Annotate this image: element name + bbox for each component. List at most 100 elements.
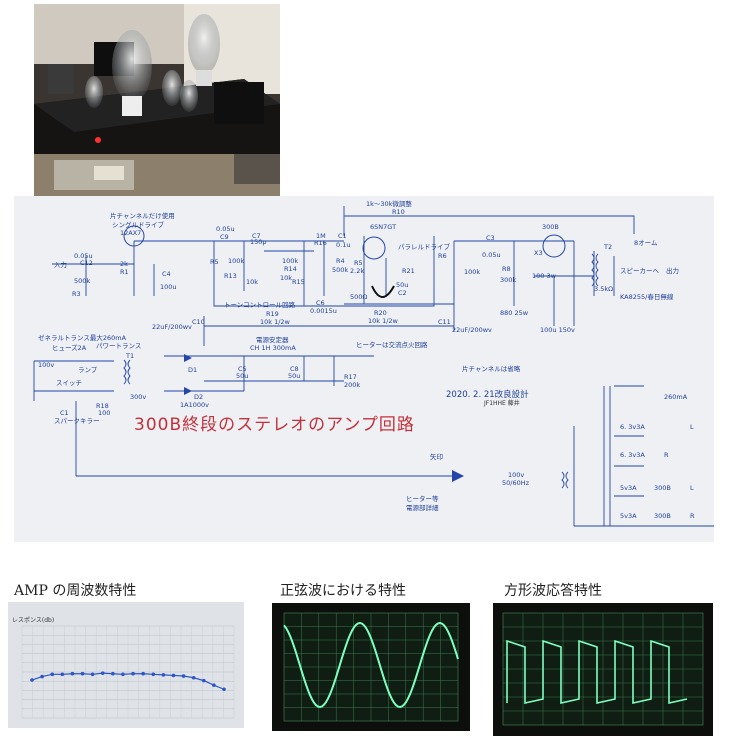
schematic-label: C5 — [238, 365, 247, 373]
schematic-label: R19 — [266, 310, 279, 318]
schematic-label: 22uF/200wv — [152, 323, 192, 331]
schematic-label: R17 — [344, 373, 357, 381]
schematic-label: R1 — [120, 268, 129, 276]
schematic-title: 300B終段のステレオのアンプ回路 — [134, 415, 415, 435]
schematic-label: 300k — [500, 276, 517, 284]
schematic-label: R20 — [374, 309, 387, 317]
schematic-label: スイッチ — [56, 379, 82, 387]
schematic-label: R — [690, 512, 695, 520]
schematic-label: 150p — [250, 238, 267, 246]
schematic-label: R21 — [402, 267, 415, 275]
schematic-label: 10k 1/2w — [260, 318, 290, 326]
amplifier-photo — [34, 4, 280, 198]
schematic-label: 22uF/200wv — [452, 326, 492, 334]
schematic-label: 100k — [228, 257, 245, 265]
schematic-label: D2 — [194, 393, 204, 401]
data-point — [151, 672, 156, 677]
schematic-label: C11 — [438, 318, 451, 326]
schematic-label: 500Ω — [350, 293, 368, 301]
schematic-label: 300v — [130, 393, 147, 401]
schematic-label: 6SN7GT — [370, 223, 397, 231]
schematic-label: 100v — [508, 471, 525, 479]
data-point — [100, 671, 105, 675]
data-point — [50, 672, 55, 677]
schematic-label: C12 — [80, 259, 93, 267]
schematic-label: C1 — [60, 409, 69, 417]
schematic-label: R13 — [224, 272, 237, 280]
schematic-label: 300B — [654, 484, 671, 492]
square-wave-oscilloscope — [493, 603, 713, 736]
schematic-label: 100u — [160, 283, 177, 291]
schematic-label: 電源安定器 — [256, 336, 289, 344]
schematic-label: 2.2k — [350, 267, 365, 275]
schematic-label: T2 — [604, 243, 613, 251]
sine-trace — [283, 621, 459, 709]
schematic-label: 0.1u — [336, 241, 351, 249]
schematic-label: 50/60Hz — [502, 479, 530, 487]
schematic-label: C10 — [192, 318, 205, 326]
schematic-label: パワートランス — [96, 342, 142, 350]
schematic-label: R15 — [292, 278, 305, 286]
schematic-label: スピーカーへ — [620, 267, 659, 275]
schematic-label: 12AX7 — [120, 229, 142, 237]
schematic-label: ゼネラルトランス最大260mA — [38, 334, 127, 342]
data-point — [212, 683, 216, 688]
schematic-label: 1A1000v — [180, 401, 209, 409]
schematic-wiring — [33, 206, 714, 527]
data-point — [201, 678, 206, 683]
schematic-label: C2 — [398, 289, 407, 297]
schematic-label: 100k — [282, 257, 299, 265]
schematic-label: D1 — [188, 366, 198, 374]
schematic-label: R5 — [354, 259, 363, 267]
schematic-label: ランプ — [78, 366, 98, 374]
schematic-label: R14 — [284, 265, 297, 273]
caption-square-wave: 方形波応答特性 — [504, 583, 602, 599]
data-point — [141, 671, 145, 676]
schematic-label: ヒーター等 — [406, 495, 439, 503]
data-point — [191, 675, 196, 680]
schematic-label: R3 — [72, 290, 81, 298]
schematic-label: 10k — [246, 278, 259, 286]
schematic-label: 8オーム — [634, 239, 658, 247]
schematic-label: R6 — [438, 252, 447, 260]
schematic-label: 50u — [236, 372, 249, 380]
data-point — [60, 672, 65, 677]
schematic-label: 50u — [396, 281, 409, 289]
schematic-label: R8 — [502, 265, 511, 273]
schematic-label: R4 — [336, 257, 345, 265]
schematic-label: 10k 1/2w — [368, 317, 398, 325]
data-point — [222, 687, 226, 692]
schematic-label: 200k — [344, 381, 361, 389]
schematic-label: 10k — [280, 274, 293, 282]
sine-wave-screen — [283, 612, 459, 722]
caption-sine-wave: 正弦波における特性 — [280, 583, 406, 599]
schematic-label: 0.05u — [482, 251, 501, 259]
square-wave-screen — [502, 612, 704, 726]
schematic-label: 100 3w — [532, 272, 556, 280]
caption-frequency-response: AMP の周波数特性 — [14, 583, 137, 599]
design-date: 2020. 2. 21改良設計 — [446, 390, 529, 400]
schematic-label: R10 — [392, 208, 405, 216]
data-point — [70, 671, 75, 676]
schematic-label: ヒューズ2A — [52, 344, 87, 352]
sine-wave-oscilloscope — [272, 603, 470, 731]
data-point — [171, 673, 176, 678]
schematic-label: 500k — [332, 266, 349, 274]
schematic-label: C8 — [290, 365, 299, 373]
schematic-label: スパークキラー — [54, 417, 100, 425]
schematic-label: C3 — [486, 234, 495, 242]
schematic-label: 260mA — [664, 393, 688, 401]
schematic-label: 0.05u — [216, 225, 235, 233]
data-point — [131, 671, 135, 676]
schematic-label: 片チャンネルだけ使用 — [110, 212, 175, 220]
schematic-label: 出力 — [666, 267, 679, 275]
data-point — [161, 673, 166, 677]
data-point — [80, 671, 85, 676]
frequency-response-plot: レスポンス(db) — [12, 616, 235, 719]
schematic-label: 100 — [98, 409, 111, 417]
schematic-label: 100k — [464, 268, 481, 276]
schematic-label: L — [690, 484, 694, 492]
schematic-label: R18 — [96, 402, 109, 410]
schematic-label: 100v — [38, 361, 55, 369]
